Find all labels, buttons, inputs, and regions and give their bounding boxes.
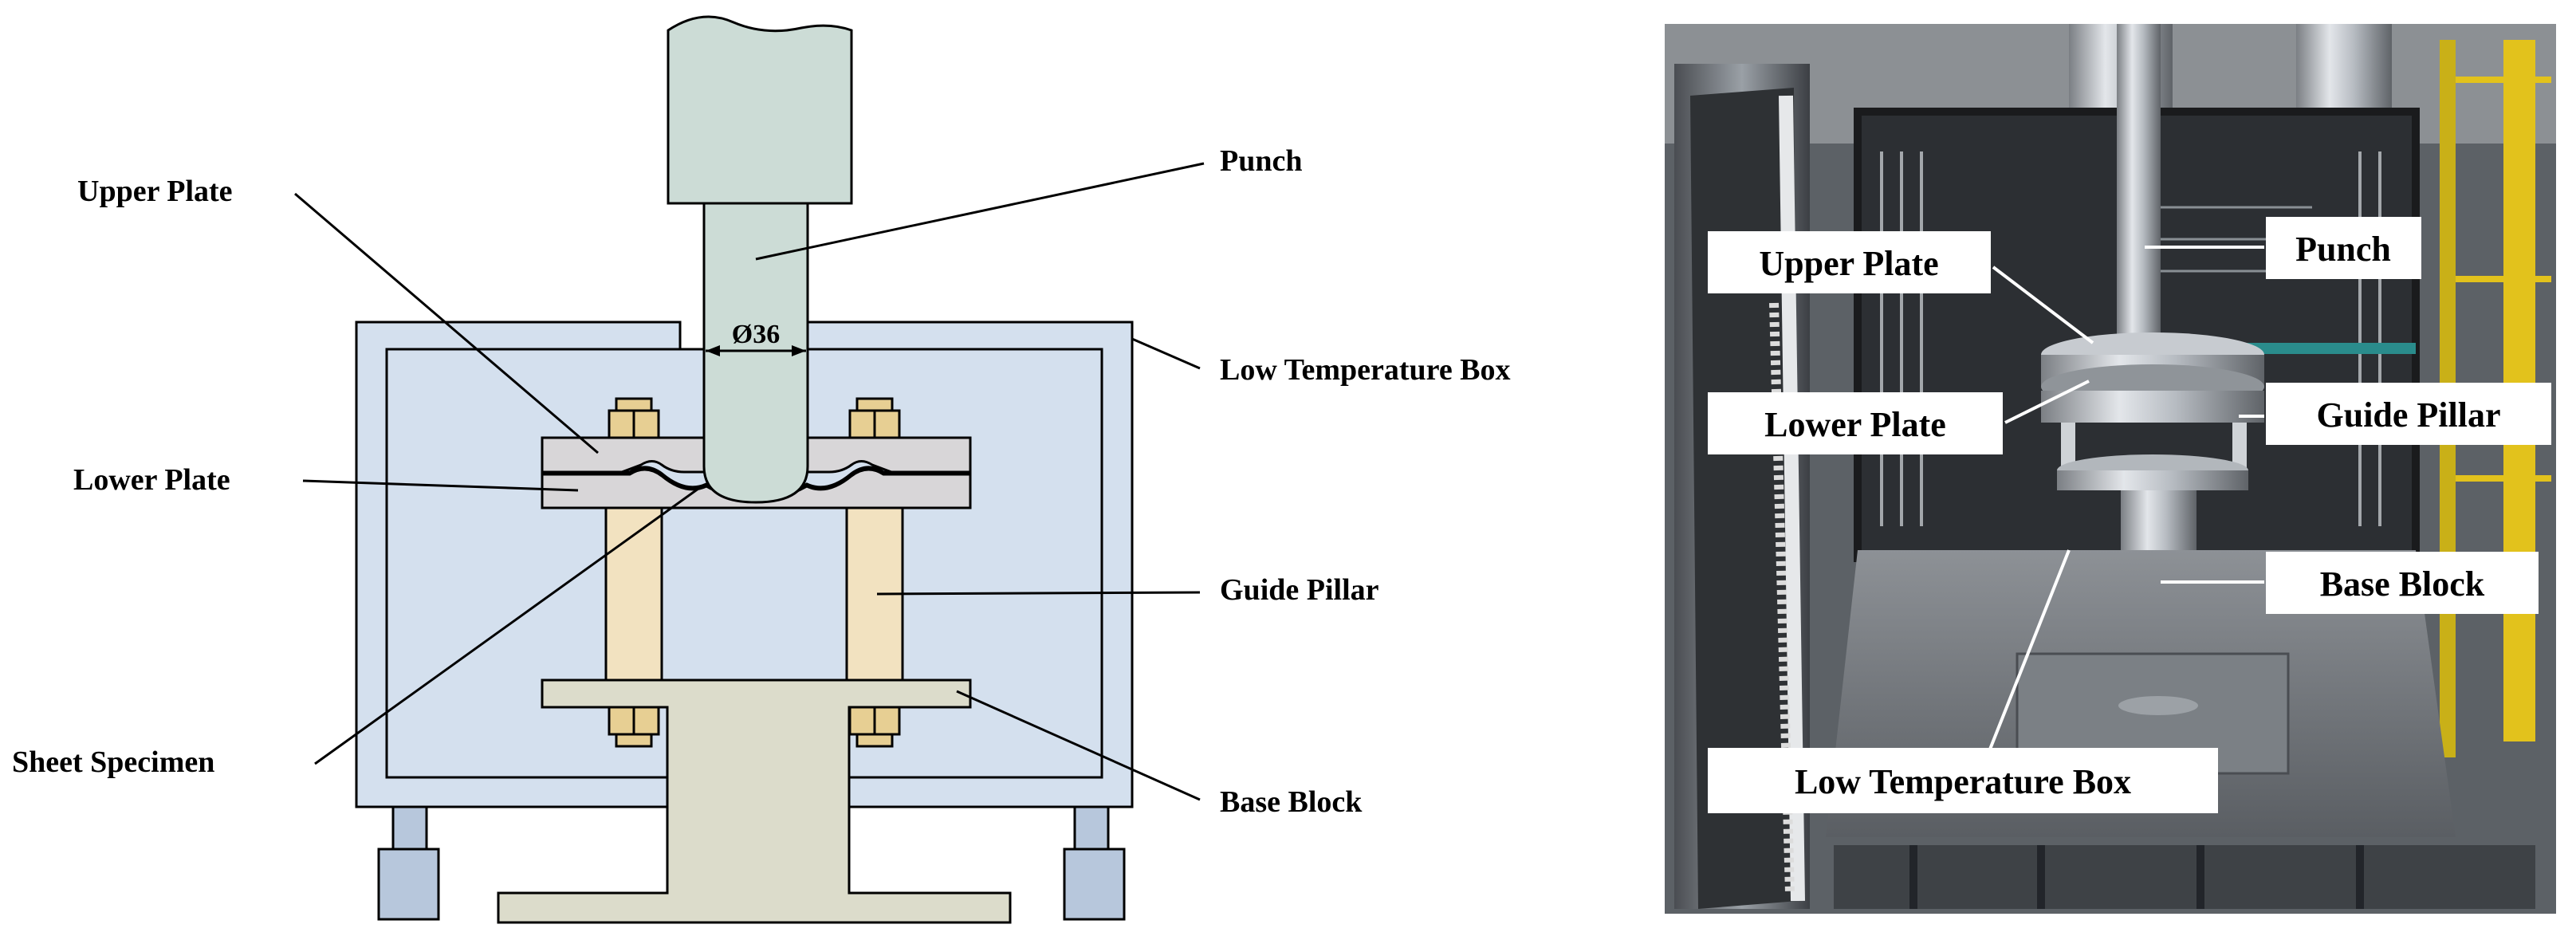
photo-label-upper-plate: Upper Plate: [1759, 244, 1938, 283]
label-upper-plate: Upper Plate: [77, 175, 233, 208]
photo-label-lower-plate: Lower Plate: [1764, 405, 1946, 444]
lower-bolts: [608, 706, 901, 748]
photo-leader-lines: [1976, 246, 2264, 782]
photo-label-upper-plate-box: Upper Plate: [1708, 231, 1991, 293]
photo-label-base-block: Base Block: [2320, 564, 2485, 604]
photo-label-guide-pillar-box: Guide Pillar: [2266, 383, 2551, 445]
label-punch: Punch: [1220, 144, 1302, 178]
upper-plate: [541, 436, 972, 474]
photo-label-guide-pillar: Guide Pillar: [2317, 395, 2501, 435]
punch: [667, 15, 853, 504]
photo-label-lower-plate-box: Lower Plate: [1708, 392, 2003, 454]
schematic-diagram: Ø36 Upper Plate Lower Plate Sheet Specim…: [12, 15, 1511, 924]
photo-label-low-temperature-box-box: Low Temperature Box: [1708, 748, 2218, 813]
photo-label-punch-box: Punch: [2266, 217, 2421, 279]
photo-label-base-block-box: Base Block: [2266, 552, 2539, 614]
label-lower-plate: Lower Plate: [73, 463, 230, 497]
photo-label-punch: Punch: [2295, 230, 2391, 269]
diameter-dimension: Ø36: [706, 320, 806, 356]
photo-label-low-temperature-box: Low Temperature Box: [1795, 762, 2131, 801]
label-guide-pillar: Guide Pillar: [1220, 573, 1379, 607]
label-low-temperature-box: Low Temperature Box: [1220, 353, 1511, 387]
label-sheet-specimen: Sheet Specimen: [12, 745, 214, 779]
base-block: [497, 678, 1012, 924]
diameter-label: Ø36: [732, 320, 780, 349]
equipment-photo: Upper Plate Punch Lower Plate Guide Pill…: [1665, 24, 2556, 914]
label-base-block: Base Block: [1220, 785, 1363, 819]
schematic-leader-lines: [294, 162, 1205, 801]
